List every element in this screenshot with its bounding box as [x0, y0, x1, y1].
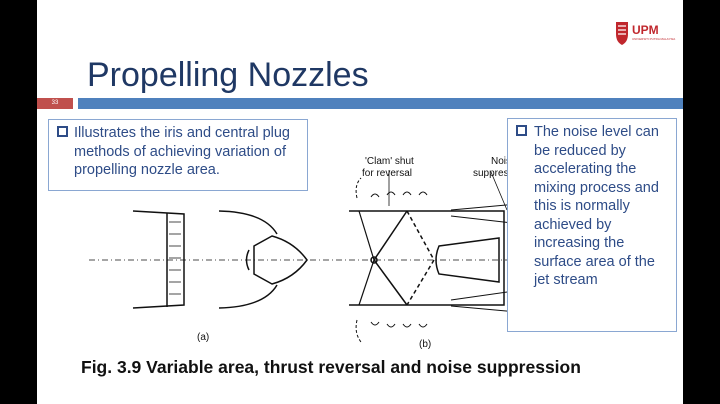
logo-subtext: UNIVERSITI PUTRA MALAYSIA [632, 37, 675, 41]
logo-text: UPM [632, 23, 659, 37]
figure-caption: Fig. 3.9 Variable area, thrust reversal … [81, 357, 581, 377]
figure-label-clam-2: for reversal [362, 168, 412, 179]
iris-nozzle-diagram [132, 210, 185, 309]
slide-number: 33 [37, 98, 73, 109]
nozzle-figure: 'Clam' shut for reversal Noise suppresso… [89, 156, 529, 350]
figure-label-b: (b) [419, 339, 431, 350]
figure-label-clam-1: 'Clam' shut [365, 156, 414, 167]
figure-label-noise-1: Noise [491, 156, 517, 167]
bullet-square-icon [516, 125, 527, 136]
plug-nozzle-diagram [218, 210, 308, 309]
upm-emblem-icon [616, 22, 628, 45]
bullet-square-icon [57, 126, 68, 137]
upm-logo: UPM UNIVERSITI PUTRA MALAYSIA [616, 22, 675, 45]
title-divider-bar [78, 98, 683, 109]
callout-left: Illustrates the iris and central plug me… [48, 119, 308, 191]
figure-label-noise-2: suppressor [473, 168, 523, 179]
figure-label-a: (a) [197, 332, 209, 343]
slide: UPM UNIVERSITI PUTRA MALAYSIA Propelling… [37, 0, 683, 404]
callout-right: The noise level can be reduced by accele… [507, 118, 677, 332]
reverser-suppressor-diagram [349, 170, 529, 343]
bullet-text-right: The noise level can be reduced by accele… [534, 124, 659, 288]
slide-title: Propelling Nozzles [87, 56, 369, 94]
bullet-text-left: Illustrates the iris and central plug me… [74, 125, 290, 178]
